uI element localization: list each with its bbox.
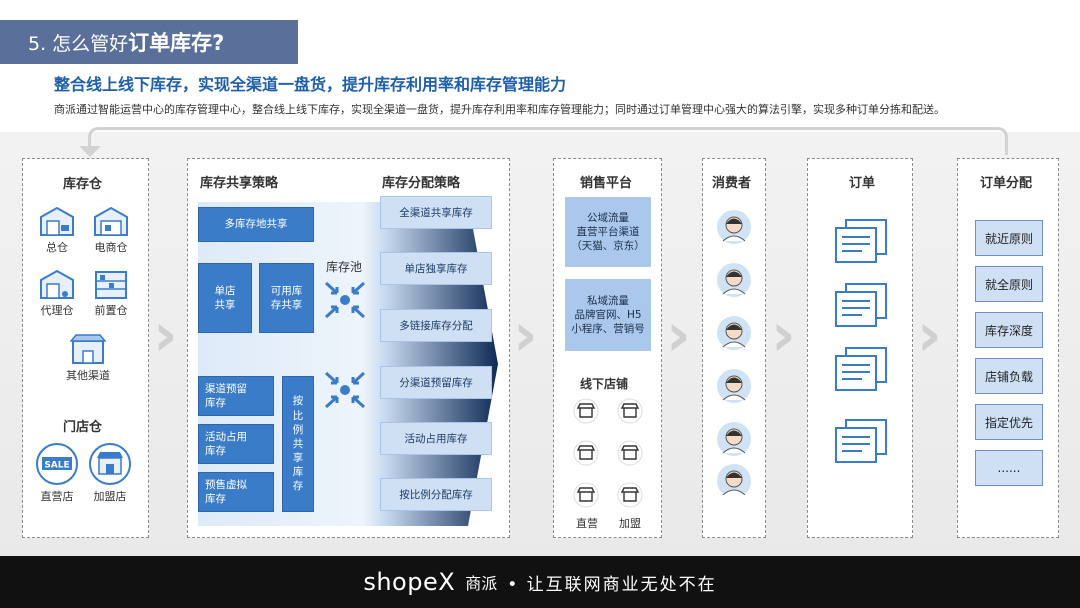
warehouse-item-forward: 前置仓 — [88, 268, 134, 318]
shop-icon — [574, 483, 598, 507]
warehouse-item-agent: 代理仓 — [34, 268, 80, 318]
offline-label-direct: 直营 — [576, 515, 598, 531]
sharing-title: 库存共享策略 — [200, 172, 278, 191]
channel-reserve-box: 渠道预留库存 — [198, 376, 274, 416]
allocation-rule: 店铺负载 — [975, 358, 1043, 394]
chevron-right-icon: › — [771, 305, 796, 365]
store-warehouse-title: 门店仓 — [63, 416, 102, 435]
store-item-label: 直营店 — [41, 490, 74, 503]
distribution-item: 分渠道预留库存 — [380, 366, 492, 399]
offline-label-franchise: 加盟 — [619, 515, 641, 531]
storefront-icon — [70, 333, 106, 365]
distribution-item: 活动占用库存 — [380, 422, 492, 455]
avatar-icon — [717, 316, 751, 350]
distribution-item: 多链接库存分配 — [380, 309, 492, 342]
page-title-strong: 订单库存? — [128, 27, 224, 57]
shelf-icon — [93, 268, 129, 300]
converge-icon — [323, 370, 367, 410]
chevron-right-icon: › — [513, 305, 538, 365]
page-title-prefix: 5. 怎么管好 — [28, 29, 128, 56]
chevron-right-icon: › — [153, 305, 178, 365]
document-icon — [836, 284, 886, 326]
allocation-rule: 库存深度 — [975, 312, 1043, 348]
allocation-title: 订单分配 — [980, 172, 1032, 191]
warehouse-item-ecommerce: 电商仓 — [88, 205, 134, 255]
avatar-icon — [717, 263, 751, 297]
warehouse-item-label: 其他渠道 — [66, 369, 110, 382]
description: 商派通过智能运营中心的库存管理中心，整合线上线下库存，实现全渠道一盘货，提升库存… — [54, 101, 1064, 117]
allocation-rule: 就全原则 — [975, 266, 1043, 302]
warehouse-item-label: 总仓 — [46, 241, 68, 254]
public-traffic-box: 公域流量 直营平台渠道 （天猫、京东） — [565, 197, 651, 267]
presale-virtual-box: 预售虚拟库存 — [198, 472, 274, 512]
avatar-icon — [717, 464, 751, 495]
orders-title: 订单 — [849, 172, 875, 191]
allocation-rule: 指定优先 — [975, 404, 1043, 440]
brand-name-cn: 商派 — [465, 570, 497, 594]
sale-sign-icon: SALE — [35, 442, 79, 486]
footer-bar: shopeX 商派 • 让互联网商业无处不在 — [0, 556, 1080, 608]
available-share-box: 可用库存共享 — [259, 263, 314, 333]
order-document-list — [832, 218, 892, 468]
slogan: • 让互联网商业无处不在 — [507, 570, 716, 595]
avatar-icon — [717, 369, 751, 403]
store-item-direct: SALE 直营店 — [33, 442, 81, 504]
multi-location-share-box: 多库存地共享 — [198, 207, 314, 242]
page-title: 5. 怎么管好 订单库存? — [0, 20, 298, 64]
shop-icon — [618, 441, 642, 465]
warehouse-icon — [39, 268, 75, 300]
document-icon — [836, 348, 886, 390]
brand-logo: shopeX — [363, 568, 455, 596]
store-icons — [572, 398, 648, 510]
consumer-avatars — [714, 207, 754, 499]
avatar-icon — [717, 422, 751, 456]
document-icon — [836, 220, 886, 262]
order-documents — [832, 218, 892, 472]
ratio-share-box: 按比例共享库存 — [282, 376, 314, 512]
feedback-flow-line — [88, 127, 1008, 155]
warehouse-title: 库存仓 — [63, 173, 102, 192]
shop-icon — [88, 442, 132, 486]
warehouse-icon — [39, 205, 75, 237]
single-store-share-box: 单店共享 — [198, 263, 252, 333]
warehouse-item-label: 前置仓 — [95, 304, 128, 317]
offline-store-title: 线下店铺 — [580, 375, 628, 392]
sales-title: 销售平台 — [580, 172, 632, 191]
warehouse-item-label: 电商仓 — [95, 241, 128, 254]
store-icon-grid — [572, 398, 648, 514]
avatar-icon — [717, 210, 751, 244]
distribution-item: 单店独享库存 — [380, 252, 492, 285]
private-traffic-box: 私域流量 品牌官网、H5 小程序、营销号 — [565, 279, 651, 351]
distribution-item: 全渠道共享库存 — [380, 196, 492, 229]
shop-icon — [574, 441, 598, 465]
consumer-avatar-list — [714, 207, 754, 495]
store-item-label: 加盟店 — [94, 490, 127, 503]
allocation-rule: ...... — [975, 450, 1043, 486]
feedback-arrow-icon — [79, 146, 101, 157]
shop-icon — [618, 399, 642, 423]
pool-label: 库存池 — [326, 258, 362, 275]
warehouse-icon — [93, 205, 129, 237]
warehouse-item-label: 代理仓 — [41, 304, 74, 317]
subtitle: 整合线上线下库存，实现全渠道一盘货，提升库存利用率和库存管理能力 — [54, 71, 566, 95]
distribution-title: 库存分配策略 — [382, 172, 460, 191]
document-icon — [836, 420, 886, 462]
distribution-item: 按比例分配库存 — [380, 478, 492, 511]
chevron-right-icon: › — [917, 305, 942, 365]
consumers-title: 消费者 — [712, 172, 751, 191]
shop-icon — [618, 483, 642, 507]
warehouse-item-main: 总仓 — [34, 205, 80, 255]
svg-text:SALE: SALE — [44, 461, 69, 471]
shop-icon — [574, 399, 598, 423]
chevron-right-icon: › — [666, 305, 691, 365]
converge-icon — [323, 280, 367, 320]
activity-use-box: 活动占用库存 — [198, 424, 274, 464]
store-item-franchise: 加盟店 — [86, 442, 134, 504]
warehouse-item-other: 其他渠道 — [56, 333, 120, 383]
allocation-rule: 就近原则 — [975, 220, 1043, 256]
